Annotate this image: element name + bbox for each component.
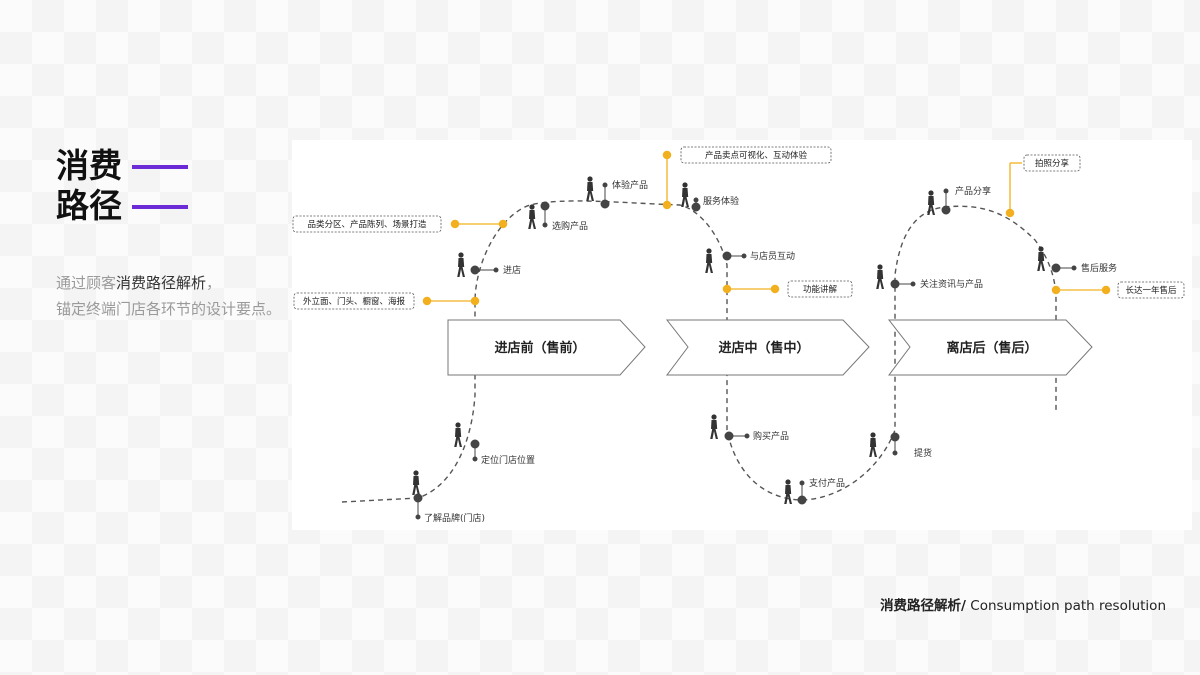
- stage-label: 进店中（售中）: [718, 340, 809, 356]
- walker-icon: [412, 470, 420, 495]
- step-label: 提货: [914, 447, 932, 459]
- step-label: 了解品牌(门店): [424, 512, 485, 524]
- design-point-box: 品类分区、产品陈列、场景打造: [292, 215, 442, 233]
- stage-label: 离店后（售后）: [946, 340, 1037, 356]
- design-point-box: 功能讲解: [787, 280, 853, 298]
- stage-arrow-pre-sale: 进店前（售前）: [447, 319, 646, 376]
- intro-text: 通过顾客消费路径解析， 锚定终端门店各环节的设计要点。: [56, 270, 281, 322]
- step-label: 体验产品: [612, 179, 648, 191]
- step-label: 与店员互动: [750, 250, 795, 262]
- step-label: 服务体验: [703, 195, 739, 207]
- walker-icon: [586, 176, 594, 201]
- intro-text-post: ，: [206, 274, 222, 292]
- intro-text-line2: 锚定终端门店各环节的设计要点。: [56, 300, 282, 318]
- stage-label: 进店前（售前）: [494, 340, 585, 356]
- design-point-text: 产品卖点可视化、互动体验: [705, 150, 808, 161]
- design-point-text: 功能讲解: [803, 284, 838, 295]
- walker-icon: [681, 182, 689, 207]
- intro-text-pre: 通过顾客: [56, 274, 117, 292]
- path-line: [341, 200, 1057, 503]
- step-label: 关注资讯与产品: [920, 278, 983, 290]
- design-point-text: 品类分区、产品陈列、场景打造: [307, 219, 427, 230]
- page-title: 消费 路径: [56, 146, 188, 226]
- design-point-box: 外立面、门头、橱窗、海报: [293, 292, 415, 310]
- title-accent-bar: [132, 165, 188, 169]
- design-point-text: 外立面、门头、橱窗、海报: [303, 296, 406, 307]
- stage-arrow-in-sale: 进店中（售中）: [665, 319, 870, 376]
- walker-icon: [705, 248, 713, 273]
- walker-icon: [454, 422, 462, 447]
- step-label: 售后服务: [1081, 262, 1117, 274]
- title-line-2: 路径: [56, 186, 122, 225]
- walker-icon: [528, 204, 536, 229]
- walker-icon: [784, 479, 792, 504]
- design-point-box: 产品卖点可视化、互动体验: [680, 146, 832, 164]
- design-point-box: 长达一年售后: [1117, 281, 1185, 299]
- design-point-text: 拍照分享: [1035, 158, 1070, 169]
- step-nodes: [413, 182, 1077, 520]
- step-label: 定位门店位置: [481, 454, 535, 466]
- footer-caption: 消费路径解析/ Consumption path resolution: [880, 594, 1166, 614]
- design-point-text: 长达一年售后: [1125, 285, 1177, 296]
- step-label: 购买产品: [753, 430, 789, 442]
- step-label: 产品分享: [955, 185, 991, 197]
- walker-icon: [710, 414, 718, 439]
- intro-highlight: 消费路径解析: [116, 274, 207, 292]
- step-label: 选购产品: [552, 220, 588, 232]
- step-label: 支付产品: [809, 477, 845, 489]
- walker-icon: [869, 432, 877, 457]
- stage-arrow-after-sale: 离店后（售后）: [887, 319, 1093, 376]
- design-point-connectors: [422, 150, 1111, 306]
- design-point-box: 拍照分享: [1023, 154, 1081, 172]
- walker-icon: [1037, 246, 1045, 271]
- footer-caption-text: Consumption path resolution: [966, 598, 1166, 614]
- walker-icon: [927, 190, 935, 215]
- step-label: 进店: [503, 264, 521, 276]
- title-accent-bar: [132, 205, 188, 209]
- walker-icon: [876, 264, 884, 289]
- title-line-1: 消费: [56, 146, 122, 185]
- walker-icon: [457, 252, 465, 277]
- footer-caption-bold: 消费路径解析/: [880, 598, 966, 614]
